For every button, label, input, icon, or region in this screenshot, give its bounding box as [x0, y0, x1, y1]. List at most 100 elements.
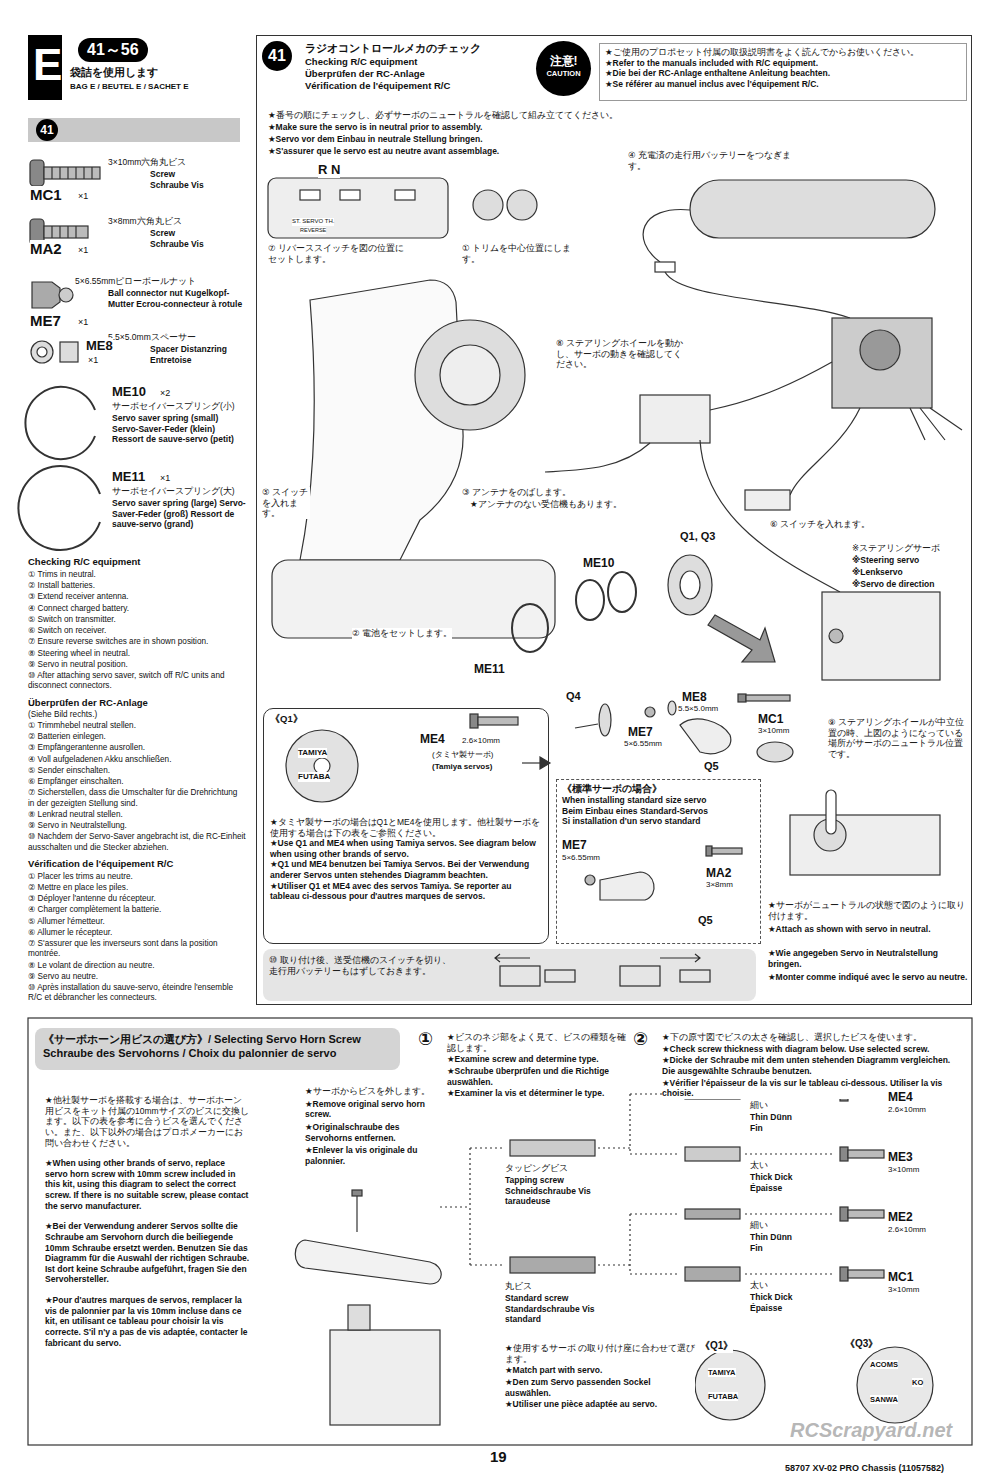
- label-text: Servo saver spring (small) Servo-Saver-F…: [112, 413, 247, 445]
- label-text: 《Q3》: [845, 1338, 878, 1351]
- illustration-rect: [30, 160, 44, 186]
- label-text: ×1: [78, 317, 88, 328]
- label-text: 5×6.55mm: [562, 853, 600, 863]
- illustration-path: [745, 1094, 835, 1274]
- label-text: 丸ビス: [505, 1281, 532, 1292]
- label-text: ③ Extend receiver antenna.: [28, 592, 129, 602]
- illustration-path: [52, 226, 76, 238]
- label-text: ★Den zum Servo passenden Sockel auswähle…: [505, 1377, 695, 1398]
- label-text: Thick Dick Épaisse: [750, 1172, 800, 1193]
- illustration-path: [18, 466, 100, 550]
- node-text: 注意!: [550, 54, 578, 69]
- part-code: ME10: [112, 384, 146, 400]
- label-text: 太い: [750, 1280, 768, 1291]
- label-text: Thin Dünn Fin: [750, 1232, 800, 1253]
- label-text: ⑤ Allumer l'émetteur.: [28, 917, 105, 927]
- illustration-rect: [832, 318, 932, 408]
- illustration-rect: [848, 1150, 884, 1158]
- part-code: ME4: [888, 1090, 913, 1105]
- label-text: サーボセイバースプリング(大): [112, 486, 235, 497]
- label-text: ×1: [88, 355, 98, 366]
- label-text: ④ Charger complètement la batterie.: [28, 905, 161, 915]
- label-text: 3×8mm: [706, 880, 733, 890]
- illustration-rect: [352, 1190, 362, 1196]
- illustration-ellipse: [668, 701, 676, 715]
- label-text: ⑦ Sicherstellen, dass die Umschalter für…: [28, 788, 246, 809]
- label-text: Screw Schraube Vis: [150, 169, 210, 190]
- node-text: 《Q1》: [270, 713, 303, 725]
- label-text: 3×10mm六角丸ビス: [108, 157, 186, 168]
- label-text: ② Batterien einlegen.: [28, 732, 106, 742]
- illustration-rect: [300, 190, 320, 200]
- illustration-rect: [685, 1147, 740, 1161]
- illustration-ellipse: [668, 555, 712, 615]
- label-text: ★Vérifier l'épaisseur de la vis sur le t…: [662, 1078, 962, 1099]
- illustration-circle: [857, 1347, 933, 1423]
- label-text: ★Schraube überprüfen und die Richtige au…: [447, 1066, 627, 1087]
- label-text: 細い: [750, 1220, 768, 1231]
- label-text: Vérification de l'équipement R/C: [28, 858, 173, 870]
- part-code: Q4: [566, 690, 581, 704]
- label-text: ① Trimmhebel neutral stellen.: [28, 721, 136, 731]
- node-text: ★Use Q1 and ME4 when using Tamiya servos…: [270, 838, 542, 859]
- illustration-circle: [645, 707, 655, 717]
- node-text: Schraube des Servohorns / Choix du palon…: [43, 1047, 336, 1061]
- label-text: Standard screw Standardschraube Vis stan…: [505, 1293, 605, 1325]
- illustration-circle: [440, 345, 500, 405]
- illustration-path: [665, 272, 850, 318]
- label-text: ★サーボからビスを外します。: [305, 1086, 430, 1097]
- label-text: ① Placer les trims au neutre.: [28, 872, 133, 882]
- caution-note: ★ご使用のプロポセット付属の取扱説明書をよく読んでからお使いください。★Refe…: [599, 43, 967, 101]
- label-text: ⑤ Sender einschalten.: [28, 766, 110, 776]
- label-text: タッピングビス: [505, 1163, 568, 1174]
- label-text: ※ステアリングサーボ: [852, 543, 940, 554]
- illustration-rect: [745, 490, 790, 510]
- label-text: Tapping screw Schneidschraube Vis taraud…: [505, 1175, 605, 1207]
- label-text: ⑨ Servo au neutre.: [28, 972, 98, 982]
- illustration-rect: [848, 1270, 884, 1278]
- label-text: ③ アンテナをのばします。: [462, 487, 571, 498]
- label-text: KO: [912, 1378, 923, 1387]
- tamiya-servo-note: 《Q1》★タミヤ製サーボの場合はQ1とME4を使用します。他社製サーボを使用する…: [263, 708, 549, 944]
- label-text: ★Utiliser une pièce adaptée au servo.: [505, 1399, 657, 1410]
- label-text: ⑧ ステアリングホイールを動かし、サーボの動きを確認してください。: [556, 338, 686, 370]
- part-code: ME8: [682, 690, 707, 705]
- label-text: ★Dicke der Schraube mit dem unten stehen…: [662, 1055, 962, 1076]
- illustration-circle: [59, 288, 73, 302]
- label-text: TAMIYA: [298, 748, 327, 758]
- node-text: Vérification de l'équipement R/C: [305, 80, 450, 92]
- illustration-rect: [268, 178, 448, 238]
- illustration-rect: [685, 1209, 740, 1219]
- label-text: ★S'assurer que le servo est au neutre av…: [268, 146, 499, 157]
- label-text: ⑤ スイッチを入れます。: [262, 487, 310, 519]
- label-text: ★When using other brands of servo, repla…: [45, 1158, 250, 1211]
- label-text: ★Match part with servo.: [505, 1365, 602, 1376]
- text-column: ★サーボからビスを外します。★Remove original servo hor…: [305, 1086, 440, 1168]
- illustration-circle: [473, 190, 503, 220]
- bag-letter-box: E: [28, 35, 62, 100]
- label-text: ③ Déployer l'antenne du récepteur.: [28, 894, 156, 904]
- illustration-rect: [510, 1140, 595, 1156]
- label-text: ★ビスのネジ部をよく見て、ビスの種類を確認します。: [447, 1032, 627, 1053]
- label-text: ★番号の順にチェックし、必ずサーボのニュートラルを確認して組み立ててください。: [268, 110, 618, 121]
- label-text: ★Examiner la vis et déterminer le type.: [447, 1088, 604, 1099]
- label-text: 5.5×5.0mm: [678, 704, 718, 714]
- illustration-rect: [330, 1330, 440, 1425]
- label-text: 細い: [750, 1100, 768, 1111]
- illustration-circle: [585, 875, 595, 885]
- node-text: 41: [36, 119, 58, 141]
- label-text: ⑥ Empfänger einschalten.: [28, 777, 124, 787]
- node-text: ★Q1 und ME4 benutzen bei Tamiya Servos. …: [270, 859, 542, 880]
- label-text: Spacer Distanzring Entretoise: [150, 344, 230, 365]
- label-text: 《Q1》: [700, 1340, 733, 1353]
- label-text: R N: [318, 162, 340, 178]
- label-text: 3×10mm: [888, 1285, 919, 1295]
- illustration-rect: [738, 694, 746, 702]
- label-text: ⑥ Allumer le récepteur.: [28, 928, 112, 938]
- illustration-rect: [746, 695, 790, 701]
- illustration-rect: [848, 1210, 884, 1218]
- illustration-circle: [37, 347, 47, 357]
- label-text: (タミヤ製サーボ): [432, 750, 493, 760]
- label-text: Überprüfen der RC-Anlage: [28, 697, 148, 709]
